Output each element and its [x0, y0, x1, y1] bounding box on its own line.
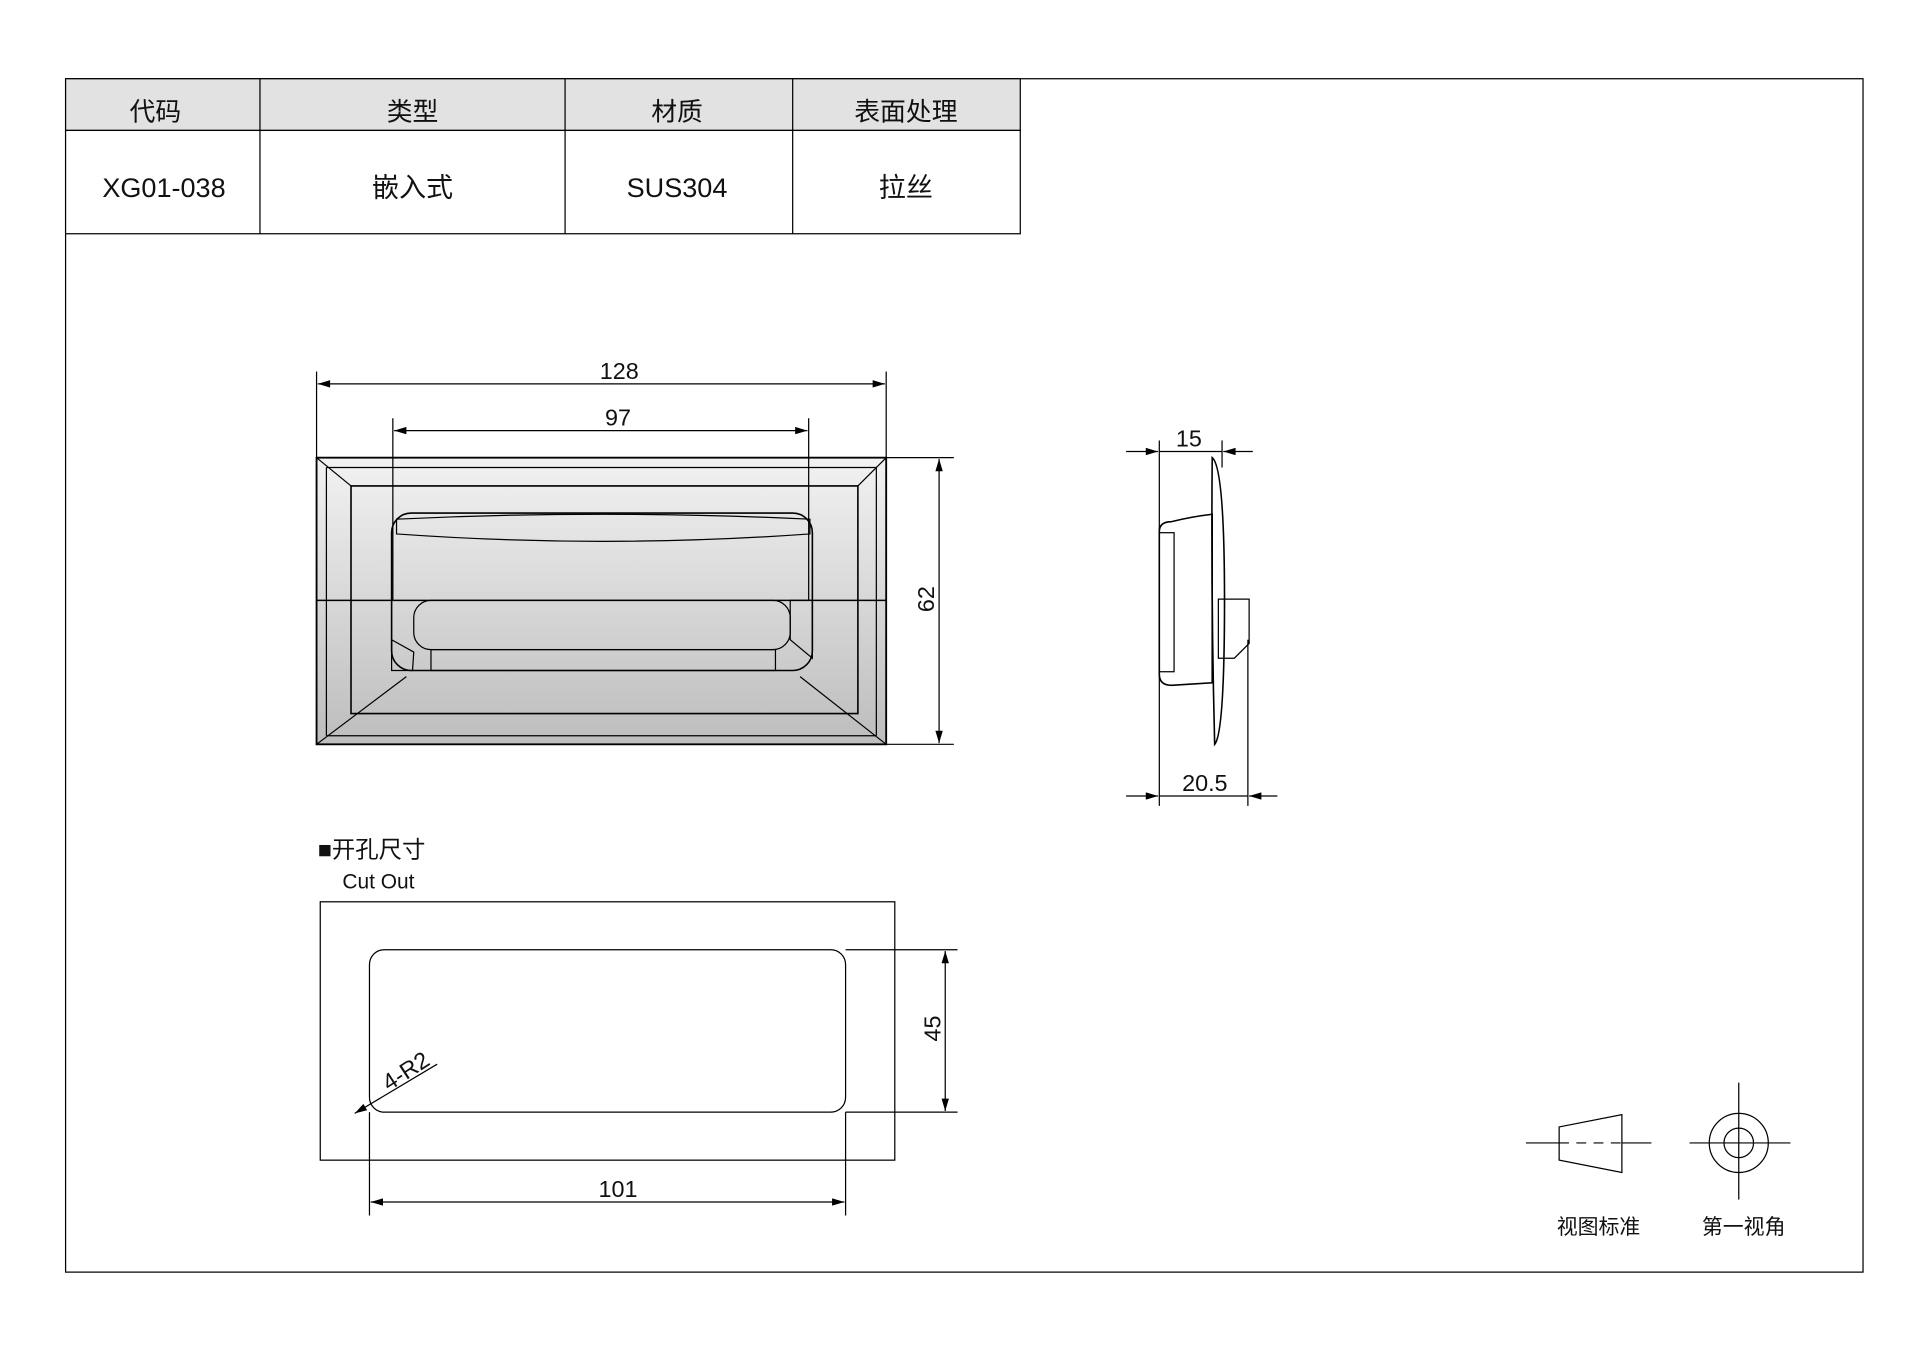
cutout-title: ■开孔尺寸 — [318, 837, 426, 863]
header-code: 代码 — [130, 98, 182, 127]
value-type: 嵌入式 — [372, 173, 453, 203]
header-type: 类型 — [387, 98, 439, 127]
cutout-drawing — [319, 901, 896, 1161]
dim-depth-15: 15 — [1176, 426, 1202, 452]
header-finish: 表面处理 — [854, 98, 957, 127]
radius-label: 4-R2 — [377, 1046, 434, 1095]
projection-standard-symbol — [1525, 1113, 1652, 1174]
dim-width-128: 128 — [600, 358, 639, 384]
front-view-dimensions: 128 97 62 — [315, 358, 954, 745]
cutout-subtitle: Cut Out — [342, 870, 414, 893]
front-view — [315, 456, 888, 746]
projection-standard-label: 视图标准 — [1557, 1216, 1641, 1239]
cutout-dimensions: 45 101 4-R2 — [354, 949, 958, 1216]
dim-cutout-45: 45 — [919, 1016, 945, 1042]
header-material: 材质 — [651, 98, 703, 127]
dim-height-62: 62 — [913, 586, 939, 612]
dim-cutout-101: 101 — [598, 1176, 637, 1202]
spec-table: 代码 类型 材质 表面处理 XG01-038 嵌入式 SUS304 拉丝 — [64, 78, 1021, 235]
value-finish: 拉丝 — [879, 173, 933, 203]
side-view-dimensions: 15 20.5 — [1126, 426, 1278, 806]
value-material: SUS304 — [627, 173, 728, 203]
dim-handle-97: 97 — [605, 405, 631, 431]
first-angle-symbol — [1689, 1082, 1791, 1200]
dim-total-depth-20-5: 20.5 — [1182, 770, 1227, 796]
side-view — [1158, 456, 1250, 747]
value-code: XG01-038 — [102, 173, 225, 203]
first-angle-label: 第一视角 — [1702, 1216, 1786, 1239]
